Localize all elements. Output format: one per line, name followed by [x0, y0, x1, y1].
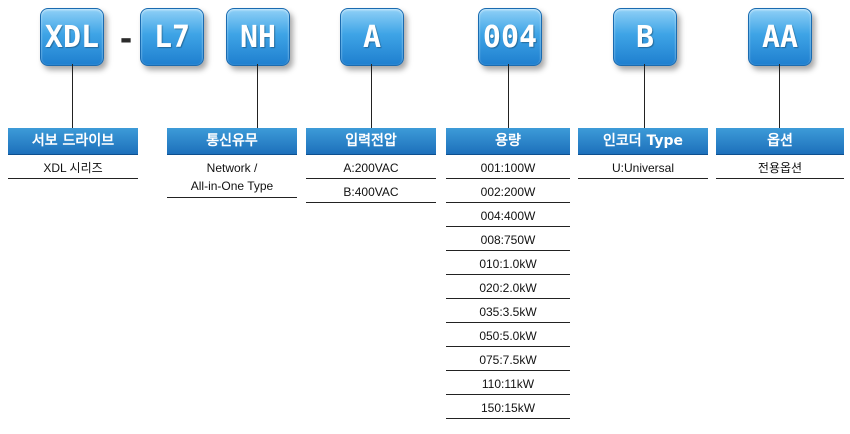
column-item: 035:3.5kW	[446, 299, 570, 323]
code-box-input-voltage: A	[340, 8, 404, 66]
connector-line-capacity	[508, 64, 509, 128]
column-header: 통신유무	[167, 128, 297, 155]
code-box-encoder: B	[613, 8, 677, 66]
code-separator: -	[117, 22, 136, 57]
column-header: 옵션	[716, 128, 844, 155]
column-header: 인코더 Type	[578, 128, 708, 155]
column-item-line: All-in-One Type	[190, 179, 274, 193]
code-box-series: XDL	[40, 8, 104, 66]
column-item: 075:7.5kW	[446, 347, 570, 371]
column-communication: 통신유무 Network / All-in-One Type	[167, 128, 297, 198]
column-header: 입력전압	[306, 128, 436, 155]
column-header: 용량	[446, 128, 570, 155]
column-item: 004:400W	[446, 203, 570, 227]
column-item: 001:100W	[446, 155, 570, 179]
column-item: 050:5.0kW	[446, 323, 570, 347]
code-box-communication: NH	[226, 8, 290, 66]
column-item: 110:11kW	[446, 371, 570, 395]
connector-line-series	[72, 64, 73, 128]
column-item: 002:200W	[446, 179, 570, 203]
column-item: 전용옵션	[716, 155, 844, 179]
code-box-option: AA	[748, 8, 812, 66]
column-item: A:200VAC	[306, 155, 436, 179]
column-header: 서보 드라이브	[8, 128, 138, 155]
column-item: 150:15kW	[446, 395, 570, 419]
column-input-voltage: 입력전압 A:200VAC B:400VAC	[306, 128, 436, 203]
connector-line-input-voltage	[371, 64, 372, 128]
connector-line-option	[779, 64, 780, 128]
column-capacity: 용량 001:100W 002:200W 004:400W 008:750W 0…	[446, 128, 570, 419]
code-box-model: L7	[140, 8, 204, 66]
column-servo-drive: 서보 드라이브 XDL 시리즈	[8, 128, 138, 179]
column-option: 옵션 전용옵션	[716, 128, 844, 179]
connector-line-encoder	[644, 64, 645, 128]
connector-line-communication	[257, 64, 258, 128]
column-item: 010:1.0kW	[446, 251, 570, 275]
column-item: 008:750W	[446, 227, 570, 251]
column-item-line: Network /	[206, 161, 258, 175]
column-item: B:400VAC	[306, 179, 436, 203]
column-item: 020:2.0kW	[446, 275, 570, 299]
code-box-capacity: 004	[478, 8, 542, 66]
column-item: Network / All-in-One Type	[167, 155, 297, 198]
column-encoder-type: 인코더 Type U:Universal	[578, 128, 708, 179]
column-item: U:Universal	[578, 155, 708, 179]
column-item: XDL 시리즈	[8, 155, 138, 179]
